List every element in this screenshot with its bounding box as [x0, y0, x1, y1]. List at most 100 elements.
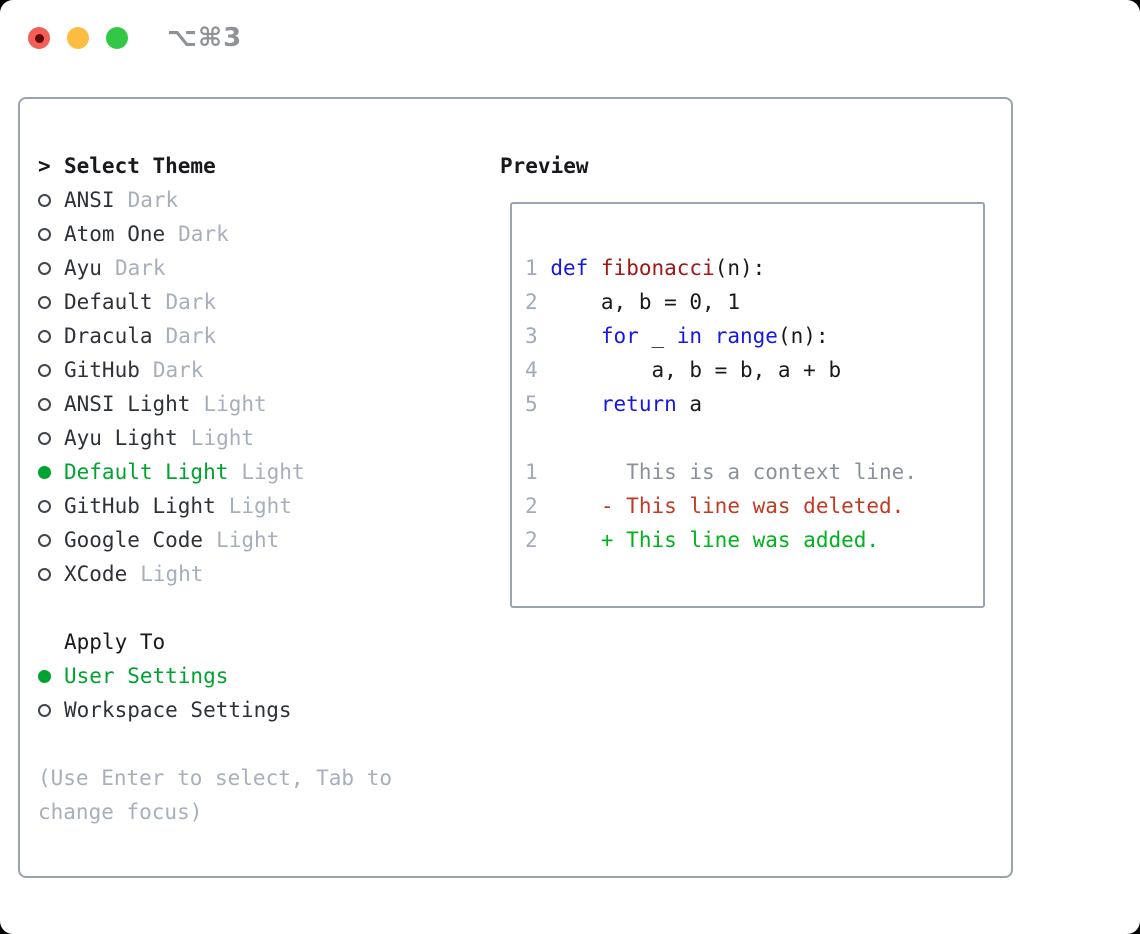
variant-tag: Dark [178, 222, 229, 246]
code-text: a, b = b, a + b [550, 358, 842, 382]
line-number: 5 [525, 392, 538, 416]
radio-icon [38, 295, 51, 309]
option-label: Ayu Light [64, 426, 178, 450]
minimize-button[interactable] [67, 27, 89, 49]
code-text [702, 324, 715, 348]
deleted-text: - This line was deleted. [550, 494, 905, 518]
code-text: _ [638, 324, 677, 348]
code-text [550, 324, 601, 348]
theme-option-default[interactable]: Default Dark [38, 285, 458, 319]
code-line: 5 return a [525, 387, 983, 421]
apply-to-header: Apply To [38, 625, 458, 659]
code-line: 4 a, b = b, a + b [525, 353, 983, 387]
zoom-button[interactable] [106, 27, 128, 49]
apply-to-title: Apply To [64, 630, 166, 654]
radio-slot [38, 261, 64, 275]
radio-slot [38, 363, 64, 377]
radio-icon [38, 567, 51, 581]
code-line: 2 - This line was deleted. [525, 489, 983, 523]
theme-option-ayu[interactable]: Ayu Dark [38, 251, 458, 285]
preview-title: Preview [500, 154, 589, 178]
radio-slot [38, 499, 64, 513]
keyword: def [550, 256, 589, 280]
keyword: for [600, 324, 639, 348]
radio-icon [38, 499, 51, 513]
radio-slot [38, 193, 64, 207]
radio-slot [38, 567, 64, 581]
prompt-icon: > [38, 154, 51, 178]
radio-slot [38, 533, 64, 547]
theme-option-default-light[interactable]: Default Light Light [38, 455, 458, 489]
radio-selected-icon [38, 669, 51, 683]
radio-icon [38, 193, 51, 207]
option-label: Google Code [64, 528, 204, 552]
select-theme-title: Select Theme [64, 154, 216, 178]
code-text: a, b = 0, 1 [550, 290, 740, 314]
keyboard-shortcut-label: ⌥⌘3 [167, 23, 243, 53]
code-line: 1 def fibonacci(n): [525, 251, 983, 285]
radio-slot [38, 465, 64, 479]
theme-option-atom-one[interactable]: Atom One Dark [38, 217, 458, 251]
code-line: 2 a, b = 0, 1 [525, 285, 983, 319]
option-label: User Settings [64, 664, 229, 688]
variant-tag: Dark [127, 188, 179, 212]
option-label: Default [64, 290, 153, 314]
theme-option-github-light[interactable]: GitHub Light Light [38, 489, 458, 523]
option-label: Ayu [64, 256, 102, 280]
added-text: + This line was added. [550, 528, 880, 552]
function-name: fibonacci [600, 256, 715, 280]
theme-option-dracula[interactable]: Dracula Dark [38, 319, 458, 353]
option-label: XCode [64, 562, 128, 586]
apply-option-workspace-settings[interactable]: Workspace Settings [38, 693, 458, 727]
variant-tag: Light [190, 426, 255, 450]
keyword: return [600, 392, 677, 416]
radio-icon [38, 227, 51, 241]
radio-slot [38, 295, 64, 309]
usage-hint: (Use Enter to select, Tab to change focu… [38, 766, 393, 824]
radio-icon [38, 397, 51, 411]
variant-tag: Light [228, 494, 292, 518]
variant-tag: Light [241, 460, 305, 484]
code-text: (n): [777, 324, 829, 348]
line-number: 2 [525, 528, 538, 552]
line-number: 2 [525, 290, 538, 314]
spacer [38, 727, 458, 761]
option-label: Dracula [64, 324, 153, 348]
option-label: Atom One [64, 222, 166, 246]
code-line: 2 + This line was added. [525, 523, 983, 557]
code-text: (n): [714, 256, 766, 280]
apply-option-user-settings[interactable]: User Settings [38, 659, 458, 693]
variant-tag: Dark [114, 256, 166, 280]
option-label: Workspace Settings [64, 698, 292, 722]
radio-icon [38, 533, 51, 547]
code-text [588, 256, 601, 280]
option-label: GitHub Light [64, 494, 216, 518]
theme-option-ayu-light[interactable]: Ayu Light Light [38, 421, 458, 455]
window-titlebar: ⌥⌘3 [0, 0, 1140, 76]
code-text [550, 392, 601, 416]
code-line: 3 for _ in range(n): [525, 319, 983, 353]
variant-tag: Dark [165, 290, 217, 314]
line-number: 1 [525, 460, 538, 484]
option-label: Default Light [64, 460, 229, 484]
close-button[interactable] [28, 27, 50, 49]
radio-icon [38, 261, 51, 275]
variant-tag: Dark [165, 324, 217, 348]
keyword: range [714, 324, 778, 348]
radio-icon [38, 329, 51, 343]
variant-tag: Light [203, 392, 267, 416]
radio-icon [38, 363, 51, 377]
radio-selected-icon [38, 465, 51, 479]
radio-slot [38, 669, 64, 683]
select-theme-header: > Select Theme [38, 149, 458, 183]
